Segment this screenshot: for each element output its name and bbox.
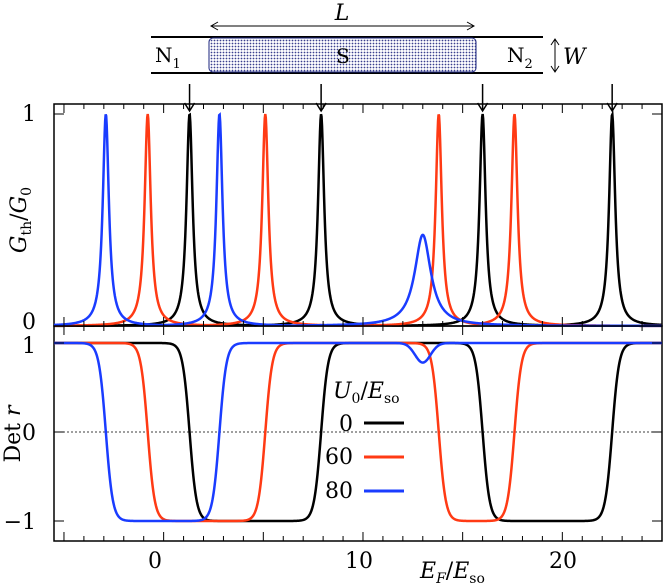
conductance-curves (53, 109, 663, 328)
top-ylabel: Gth/G0 (7, 187, 35, 253)
superconductor-label: S (336, 44, 350, 68)
device-schematic: S N1 N2 L W (151, 1, 588, 74)
width-arrow-top-head (550, 38, 560, 46)
superconductor-region (208, 37, 477, 73)
legend-label-60: 60 (325, 445, 353, 470)
bottom-ylabel: Det r (1, 404, 26, 463)
legend: U0/Eso 0 60 80 (325, 379, 404, 504)
length-arrow-right-head (466, 21, 476, 31)
width-arrow-bottom-head (550, 65, 560, 73)
top-ytick-1: 1 (22, 102, 36, 127)
bottom-panel: 1 0 −1 Det r 0 10 20 EF/Eso U0/Eso 0 60 … (1, 325, 663, 587)
length-label: L (334, 1, 350, 26)
curve-bottom-60 (54, 341, 662, 523)
x-axis-label: EF/Eso (419, 559, 485, 587)
width-label: W (563, 45, 588, 70)
bottom-ytick-minus1: −1 (4, 510, 36, 535)
legend-title: U0/Eso (333, 379, 400, 407)
xtick-0: 0 (148, 549, 162, 574)
peak-arrows (183, 84, 618, 113)
bottom-ytick-1: 1 (22, 334, 36, 359)
curve-bottom-80 (54, 341, 662, 523)
top-ytick-0: 0 (22, 310, 36, 335)
xtick-20: 20 (549, 549, 577, 574)
peak-arrowhead-0 (183, 102, 196, 113)
legend-label-80: 80 (325, 479, 353, 504)
peak-arrowhead-1 (315, 102, 327, 113)
bottom-panel-frame (53, 325, 663, 542)
top-panel: 1 0 Gth/G0 (7, 84, 663, 335)
left-lead-label: N1 (155, 43, 181, 72)
right-lead-label: N2 (507, 43, 533, 72)
determinant-curves (54, 341, 662, 523)
xtick-10: 10 (345, 549, 373, 574)
bottom-ytick-0: 0 (22, 421, 36, 446)
length-arrow-left-head (209, 21, 219, 31)
curve-top-60 (54, 113, 662, 328)
legend-label-0: 0 (339, 412, 353, 437)
peak-arrowhead-3 (606, 102, 618, 113)
bottom-ticks (54, 326, 663, 541)
top-ticks (54, 104, 663, 327)
curve-bottom-0 (54, 341, 662, 523)
peak-arrowhead-2 (476, 102, 489, 113)
